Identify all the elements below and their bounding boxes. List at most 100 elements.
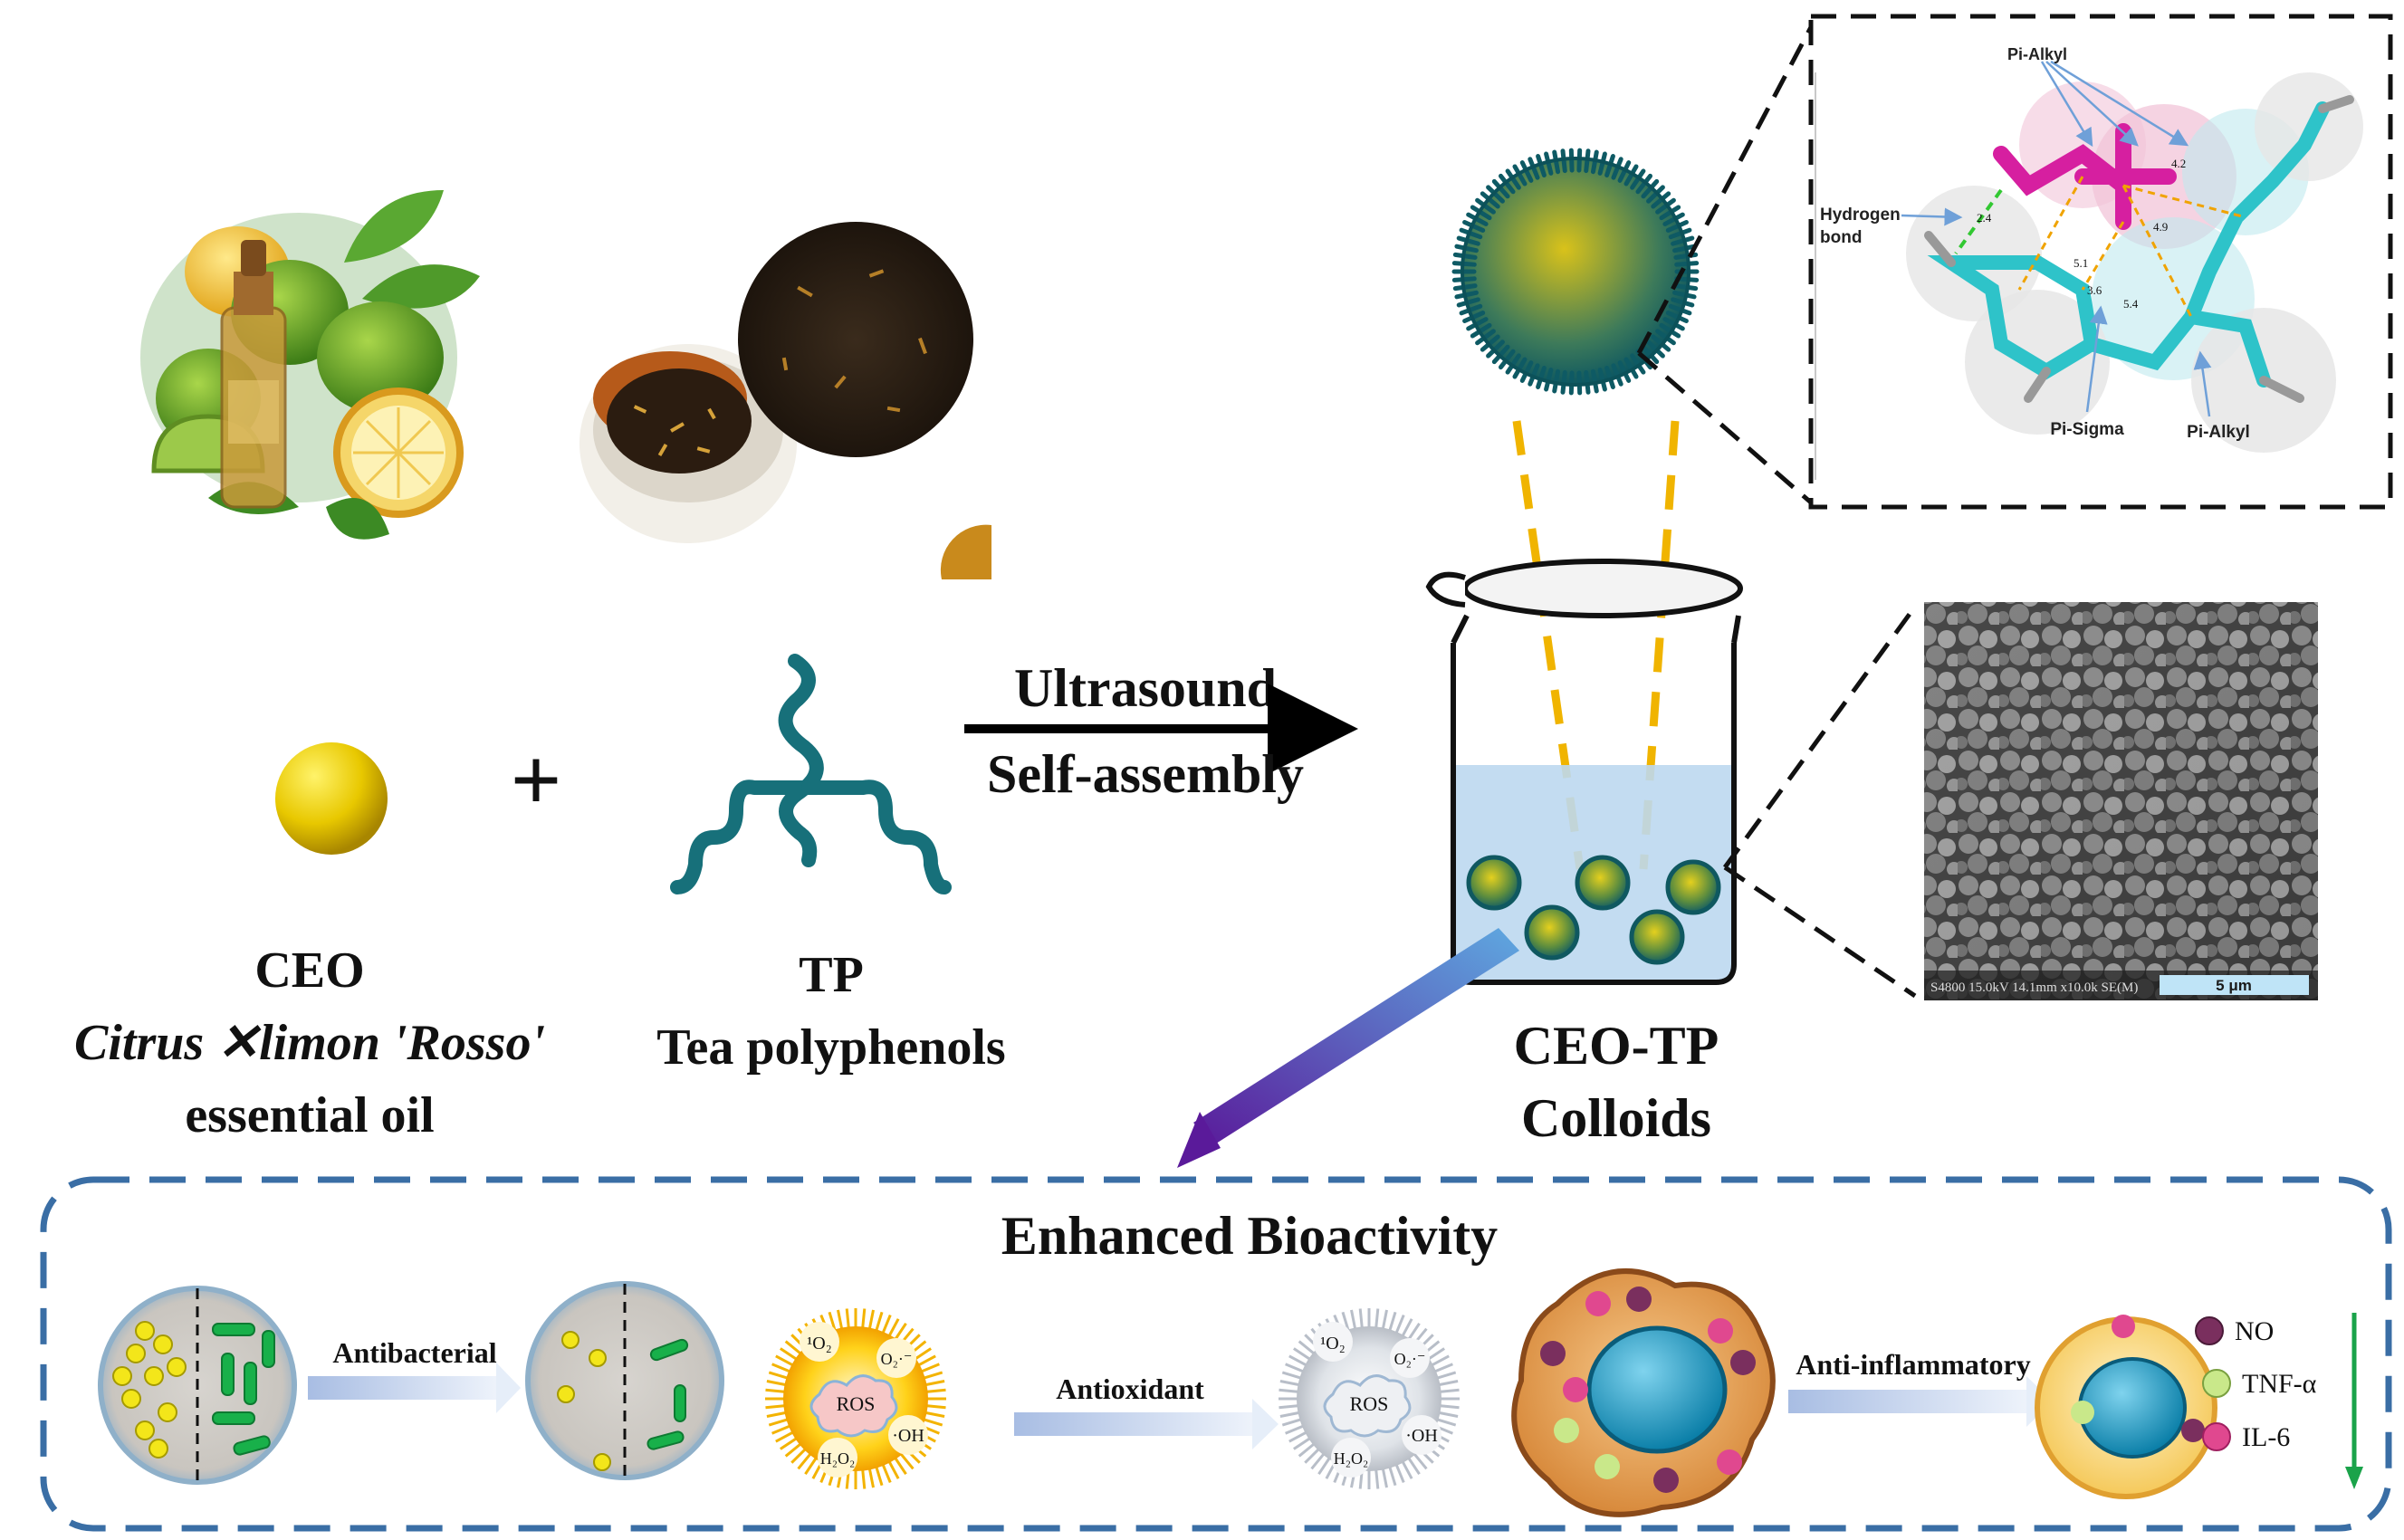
ray <box>1544 368 1554 392</box>
ray <box>1519 160 1534 183</box>
ray <box>1285 1424 1305 1435</box>
ray <box>1401 1318 1413 1337</box>
ray <box>914 1347 932 1361</box>
inflamed-cell <box>1511 1268 1776 1517</box>
ray <box>1466 317 1489 331</box>
ray <box>887 1318 900 1337</box>
ray <box>1288 1430 1307 1443</box>
ray <box>1456 297 1480 308</box>
ray <box>881 1315 892 1334</box>
ray <box>1597 151 1607 176</box>
ray <box>1298 1340 1316 1355</box>
ray <box>881 1463 892 1483</box>
ray <box>1512 164 1528 187</box>
ray <box>1394 1463 1405 1483</box>
ray <box>1646 340 1665 359</box>
ray <box>1350 1309 1357 1330</box>
ray <box>1454 290 1479 300</box>
antioxidant-arrow <box>1014 1412 1254 1436</box>
ray <box>923 1371 943 1380</box>
sem-inset: S4800 15.0kV 14.1mm x10.0k SE(M) 5 μm <box>1722 602 2318 1000</box>
tea-illustration <box>579 222 991 579</box>
antioxidant-arrowhead <box>1252 1399 1279 1449</box>
hbond-label-2: bond <box>1820 228 1862 247</box>
ray <box>1552 368 1561 394</box>
ros-center-label: ROS <box>837 1392 876 1415</box>
ray <box>1279 1404 1299 1410</box>
ray <box>1576 148 1583 173</box>
nanoparticle-sphere <box>1451 148 1700 396</box>
ray <box>1505 168 1521 190</box>
legend-il6-label: IL-6 <box>2242 1422 2290 1452</box>
ray <box>1381 1309 1388 1330</box>
ray <box>1374 1468 1380 1489</box>
tea-polyphenol-molecule-icon <box>670 654 952 894</box>
ray <box>1505 353 1521 375</box>
ray <box>920 1363 940 1373</box>
ray <box>845 1308 850 1329</box>
ray <box>790 1448 807 1464</box>
ray <box>1597 368 1607 392</box>
ray <box>1407 1457 1421 1475</box>
ray <box>1512 357 1528 379</box>
sem-scale-bar: 5 μm <box>2216 977 2252 994</box>
distance-label: 5.1 <box>2074 256 2088 270</box>
ray <box>1438 1411 1459 1418</box>
hydroxyl-label: ·OH <box>1405 1426 1438 1446</box>
ray <box>837 1309 844 1330</box>
ray <box>1480 334 1500 352</box>
bioactivity-box <box>40 1176 2392 1532</box>
ray <box>1470 205 1492 221</box>
ray <box>1536 154 1547 177</box>
ray <box>1659 322 1681 339</box>
ray <box>1568 148 1575 173</box>
superoxide-label: O₂·⁻ <box>881 1350 913 1368</box>
legend-no-label: NO <box>2235 1316 2274 1346</box>
ray <box>1519 360 1534 383</box>
ray <box>1673 283 1699 292</box>
ray <box>771 1363 791 1373</box>
product-label-1: CEO-TP <box>1514 1016 1719 1076</box>
peroxide-label: H₂O₂ <box>1334 1449 1369 1468</box>
ray <box>1552 149 1561 175</box>
ray <box>1560 369 1567 395</box>
ray <box>804 1457 818 1475</box>
ray <box>899 1452 915 1470</box>
anti-inflammatory-label: Anti-inflammatory <box>1796 1348 2031 1381</box>
ray <box>894 1323 907 1341</box>
antioxidant-label: Antioxidant <box>1056 1373 1204 1405</box>
ray <box>1475 197 1496 215</box>
ray <box>1544 151 1554 176</box>
singlet-oxygen-label: ¹O₂ <box>807 1334 831 1353</box>
ray <box>861 1308 867 1329</box>
ray <box>867 1309 875 1330</box>
ray <box>771 1424 791 1435</box>
ray <box>1491 344 1510 365</box>
ray <box>1662 212 1685 226</box>
ray <box>1655 329 1676 346</box>
process-label-1: Ultrasound <box>1014 658 1277 718</box>
ray <box>766 1380 787 1387</box>
ray <box>1427 1347 1445 1361</box>
cytokine-legend: NO TNF-α IL-6 <box>2195 1313 2363 1489</box>
ray <box>1590 149 1599 175</box>
peroxide-label: H₂O₂ <box>820 1449 856 1468</box>
ros-center-label: ROS <box>1350 1392 1389 1415</box>
ray <box>768 1371 789 1380</box>
ray <box>1298 1442 1316 1458</box>
healthy-cell <box>2035 1315 2217 1499</box>
ray <box>1285 1363 1305 1373</box>
ray <box>1388 1311 1397 1332</box>
ray <box>1401 1460 1413 1479</box>
ray <box>875 1466 884 1487</box>
ray <box>1279 1380 1300 1387</box>
ray <box>917 1354 936 1367</box>
ray <box>1480 191 1500 209</box>
anti-inflammatory-arrow <box>1788 1390 2028 1413</box>
ray <box>765 1388 786 1393</box>
ray <box>925 1388 946 1393</box>
ray <box>1466 212 1489 226</box>
ray <box>1560 148 1567 174</box>
